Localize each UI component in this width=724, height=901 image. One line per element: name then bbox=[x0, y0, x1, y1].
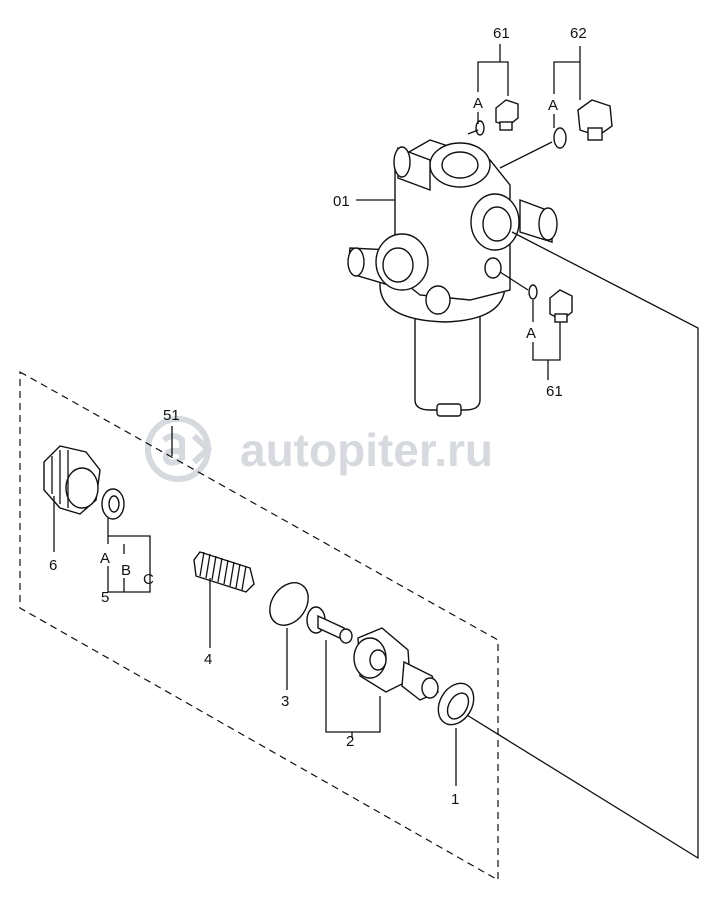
code-a-61-side: A bbox=[526, 325, 536, 342]
label-kit: 51 bbox=[163, 407, 180, 424]
washer-5 bbox=[101, 488, 125, 520]
code-b-washer: B bbox=[121, 562, 131, 579]
label-62-top: 62 bbox=[570, 25, 587, 42]
watermark-logo-icon bbox=[145, 416, 213, 482]
label-assembly: 01 bbox=[333, 193, 350, 210]
leader-61-top bbox=[477, 61, 509, 124]
plug-62-top bbox=[577, 99, 613, 141]
leader-housing-to-seat bbox=[461, 231, 699, 860]
oring-3 bbox=[269, 582, 309, 626]
watermark: autopiter.ru bbox=[145, 416, 493, 482]
code-a-62-top: A bbox=[548, 97, 558, 114]
label-valve: 2 bbox=[346, 733, 354, 750]
label-61-top: 61 bbox=[493, 25, 510, 42]
leader-62-top bbox=[553, 46, 581, 128]
label-seat: 1 bbox=[451, 791, 459, 808]
oring-61-side bbox=[528, 284, 538, 300]
code-a-61-top: A bbox=[473, 95, 483, 112]
oring-61-top bbox=[475, 120, 485, 136]
valve-2 bbox=[306, 606, 439, 701]
label-oring: 3 bbox=[281, 693, 289, 710]
plug-61-side bbox=[549, 289, 573, 323]
oring-62-top bbox=[553, 127, 567, 149]
valve-housing bbox=[347, 139, 558, 417]
watermark-text: autopiter.ru bbox=[240, 424, 493, 476]
label-cap: 6 bbox=[49, 557, 57, 574]
leader-valve bbox=[325, 640, 381, 733]
label-61-side: 61 bbox=[546, 383, 563, 400]
code-a-washer: A bbox=[100, 550, 110, 567]
plug-61-top bbox=[495, 99, 519, 131]
kit-boundary bbox=[19, 370, 499, 882]
leader-washer bbox=[107, 518, 151, 593]
spring-4 bbox=[193, 551, 255, 593]
code-c-washer: C bbox=[143, 571, 154, 588]
label-spring: 4 bbox=[204, 651, 212, 668]
seat-1 bbox=[437, 682, 475, 726]
leader-61-side bbox=[532, 300, 561, 380]
label-washer: 5 bbox=[101, 589, 109, 606]
cap-6 bbox=[43, 445, 101, 515]
